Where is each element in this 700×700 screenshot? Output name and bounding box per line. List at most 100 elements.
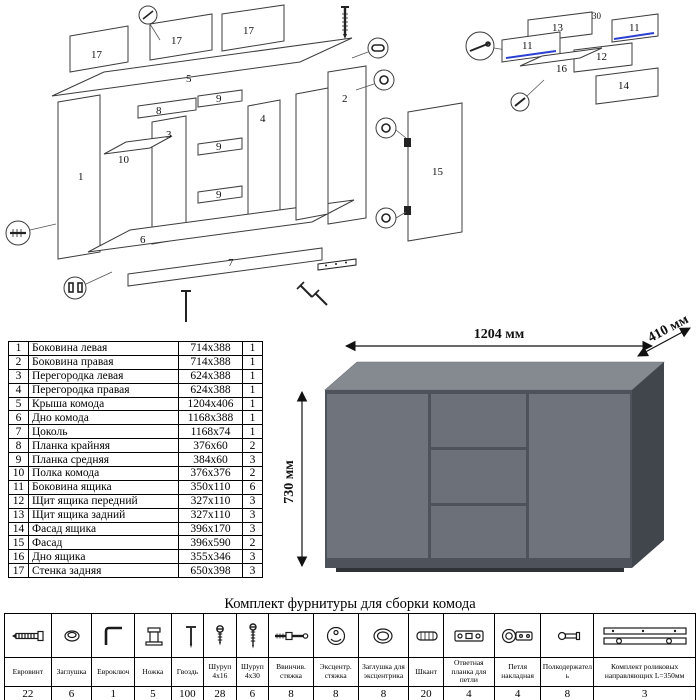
part-qty: 2	[242, 535, 263, 551]
cam-callout	[375, 117, 397, 139]
part-name: Полка комода	[28, 466, 179, 481]
drawer-facade	[595, 67, 659, 105]
side-panel-right	[327, 65, 367, 225]
part-size: 650x398	[178, 563, 243, 579]
hardware-name: Гвоздь	[170, 657, 205, 687]
hardware-icon-cell	[170, 613, 205, 658]
part-number: 10	[8, 466, 29, 481]
part-name: Щит ящика передний	[28, 493, 179, 509]
part-name: Фасад ящика	[28, 521, 179, 537]
plank-mid	[197, 137, 243, 156]
hardware-qty: 5	[134, 685, 172, 700]
dowel-callout	[367, 37, 389, 59]
dowel-icon	[416, 630, 438, 641]
part-name: Дно ящика	[28, 549, 179, 565]
hinge-marks	[404, 138, 411, 215]
eccentric-cam-icon	[326, 626, 345, 645]
part-label-13: 13	[552, 22, 564, 34]
part-size: 350x110	[178, 479, 243, 495]
part-size: 624x388	[178, 368, 243, 384]
part-name: Цоколь	[28, 424, 179, 440]
part-size: 714x388	[178, 341, 243, 356]
shelf-pin-icon	[558, 631, 581, 640]
part-number: 14	[8, 521, 29, 537]
hardware-icons-row	[4, 613, 696, 658]
hardware-table: Евровинт Заглушка Евроключ Ножка Гвоздь …	[4, 613, 696, 700]
part-number: 11	[8, 479, 29, 495]
part-label-11a: 11	[522, 40, 533, 52]
part-qty: 2	[242, 466, 263, 481]
part-name: Боковина левая	[28, 341, 179, 356]
plank-mid	[197, 89, 243, 108]
hardware-qty: 100	[170, 685, 205, 700]
hardware-qty: 22	[4, 685, 52, 700]
part-number: 16	[8, 549, 29, 565]
part-size: 1204x406	[178, 396, 243, 412]
hardware-icon-cell	[268, 613, 314, 658]
part-label-9b: 9	[216, 141, 222, 153]
part-label-17b: 17	[171, 35, 183, 47]
dimension-lines	[296, 327, 691, 568]
part-name: Боковина ящика	[28, 479, 179, 495]
part-size: 327x110	[178, 507, 243, 523]
leg-icon	[145, 626, 163, 646]
part-label-5: 5	[186, 73, 192, 85]
back-panel	[69, 25, 129, 73]
part-label-4: 4	[260, 113, 266, 125]
part-qty: 6	[242, 479, 263, 495]
part-qty: 1	[242, 341, 263, 356]
hinge-plate-icon	[454, 629, 484, 642]
hardware-icon-cell	[235, 613, 270, 658]
part-label-9a: 9	[216, 93, 222, 105]
part-label-17c: 17	[243, 25, 255, 37]
hardware-names-row: Евровинт Заглушка Евроключ Ножка Гвоздь …	[4, 657, 696, 687]
part-label-9c: 9	[216, 189, 222, 201]
cam-callout	[373, 69, 395, 91]
callout-glyphs	[10, 10, 526, 293]
part-name: Фасад	[28, 535, 179, 551]
part-name: Планка средняя	[28, 452, 179, 468]
hardware-qty: 8	[312, 685, 359, 700]
part-label-6: 6	[140, 234, 146, 246]
dresser-render: 1204 мм 410 мм 730 мм	[282, 312, 692, 572]
plank-top	[137, 97, 197, 119]
hardware-icon-cell	[493, 613, 542, 658]
plug-icon	[63, 629, 80, 642]
hardware-name: Эксцентр. стяжка	[312, 657, 359, 687]
part-qty: 1	[242, 410, 263, 426]
screw-4x30-icon	[248, 622, 257, 648]
part-size: 396x590	[178, 535, 243, 551]
hardware-name: Заглушка для эксцентрика	[357, 657, 410, 687]
hardware-icon-cell	[408, 613, 444, 658]
part-label-3: 3	[166, 129, 172, 141]
hardware-name: Шуруп 4x16	[203, 657, 237, 687]
part-name: Планка крайняя	[28, 438, 179, 454]
screw-4x16-icon	[216, 624, 225, 645]
hardware-name: Шуруп 4x30	[235, 657, 270, 687]
hardware-qty: 6	[235, 685, 270, 700]
part-qty: 1	[242, 382, 263, 398]
hardware-qty: 8	[357, 685, 410, 700]
part-label-11b: 11	[629, 22, 640, 34]
part-label-10: 10	[118, 154, 130, 166]
hardware-name: Евровинт	[4, 657, 52, 687]
hardware-qty: 8	[268, 685, 314, 700]
part-qty: 1	[242, 396, 263, 412]
dresser-top-face	[324, 361, 665, 391]
part-number: 9	[8, 452, 29, 468]
part-number: 3	[8, 368, 29, 384]
part-label-15: 15	[432, 166, 444, 178]
hardware-qty: 28	[203, 685, 237, 700]
height-dimension-label: 730 мм	[282, 460, 297, 504]
part-qty: 3	[242, 507, 263, 523]
hardware-qty: 8	[540, 685, 595, 700]
back-panel	[149, 13, 213, 61]
hardware-icon-cell	[203, 613, 237, 658]
hardware-name: Петля накладная	[493, 657, 542, 687]
part-label-12: 12	[596, 51, 607, 63]
